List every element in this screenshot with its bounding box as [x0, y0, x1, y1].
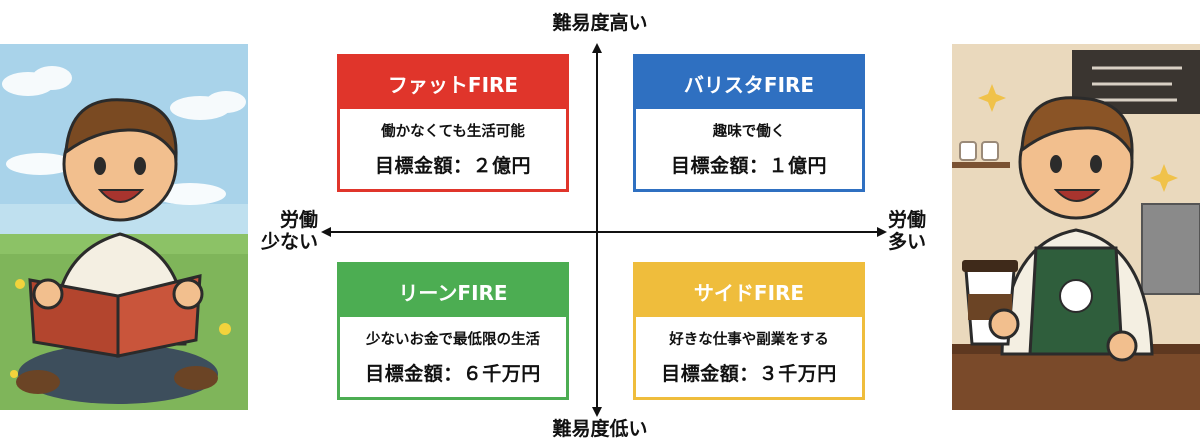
card-description: 好きな仕事や副業をする: [669, 332, 829, 348]
card-title: バリスタFIRE: [636, 57, 862, 109]
reading-man-illustration: [0, 44, 248, 410]
axis-label-right-line2: 多い: [888, 231, 927, 253]
quadrant-card-side-fire: サイドFIRE 好きな仕事や副業をする 目標金額：３千万円: [633, 262, 865, 400]
card-body: 趣味で働く 目標金額：１億円: [636, 109, 862, 189]
card-description: 趣味で働く: [712, 124, 786, 140]
axis-label-bottom: 難易度低い: [552, 418, 648, 440]
card-target-amount: 目標金額：２億円: [374, 155, 531, 177]
axis-label-right-line1: 労働: [888, 209, 927, 231]
card-description: 少ないお金で最低限の生活: [366, 332, 540, 348]
axis-label-left-line2: 少ない: [260, 231, 318, 253]
quadrant-card-lean-fire: リーンFIRE 少ないお金で最低限の生活 目標金額：６千万円: [337, 262, 569, 400]
axis-label-left-line1: 労働: [279, 209, 318, 231]
axis-label-right: 労働 多い: [888, 209, 948, 253]
card-body: 好きな仕事や副業をする 目標金額：３千万円: [636, 317, 862, 397]
card-title: リーンFIRE: [340, 265, 566, 317]
card-body: 少ないお金で最低限の生活 目標金額：６千万円: [340, 317, 566, 397]
quadrant-card-barista-fire: バリスタFIRE 趣味で働く 目標金額：１億円: [633, 54, 865, 192]
card-target-amount: 目標金額：６千万円: [365, 363, 541, 385]
axis-label-top: 難易度高い: [552, 12, 648, 34]
card-body: 働かなくても生活可能 目標金額：２億円: [340, 109, 566, 189]
card-title: ファットFIRE: [340, 57, 566, 109]
card-target-amount: 目標金額：３千万円: [661, 363, 837, 385]
barista-illustration: [952, 44, 1200, 410]
card-description: 働かなくても生活可能: [381, 124, 525, 140]
axis-label-left: 労働 少ない: [258, 209, 318, 253]
card-title: サイドFIRE: [636, 265, 862, 317]
card-target-amount: 目標金額：１億円: [670, 155, 827, 177]
quadrant-card-fat-fire: ファットFIRE 働かなくても生活可能 目標金額：２億円: [337, 54, 569, 192]
